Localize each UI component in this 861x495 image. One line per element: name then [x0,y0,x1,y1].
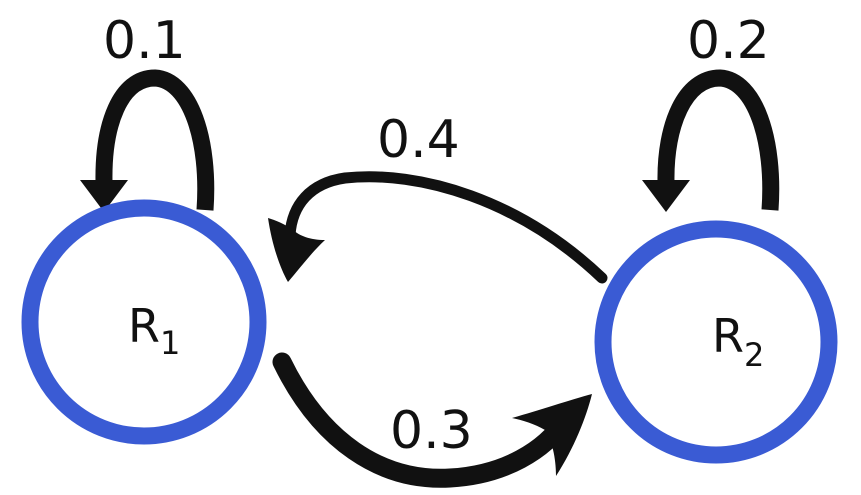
arrow-r1-to-r2 [272,352,592,488]
state-r1-label: R1 [128,299,180,362]
state-r2: R2 [594,220,838,464]
loop-arrow-r1 [80,69,215,212]
state-r1: R1 [21,199,267,445]
label-r1-loop: 0.1 [103,11,186,71]
label-r2-loop: 0.2 [687,11,770,71]
label-r2-to-r1: 0.4 [377,110,460,170]
state-r2-label: R2 [712,309,764,374]
label-r1-to-r2: 0.3 [390,401,473,461]
arrow-r2-to-r1 [268,171,608,284]
loop-arrow-r2 [642,69,780,212]
